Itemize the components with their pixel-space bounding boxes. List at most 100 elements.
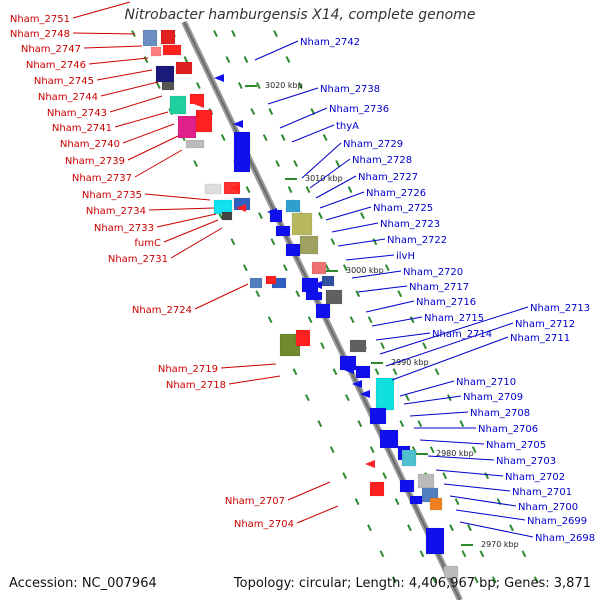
scale-tick [324,264,330,272]
gene-label-left: Nham_2734 [86,206,146,217]
gene-box [379,429,399,449]
scale-tick [255,290,261,298]
scale-tick [292,368,298,376]
scale-tick [521,550,527,558]
scale-tick [407,524,412,532]
label-leader [403,395,462,405]
gene-box [161,81,175,91]
scale-tick [454,498,460,506]
scale-tick [267,316,273,324]
label-leader [296,505,339,524]
gene-box [221,211,233,221]
label-leader [144,193,211,201]
scale-tick [422,342,427,350]
scale-tick [307,316,313,324]
scale-tick [293,160,299,168]
gene-label-right: Nham_2738 [320,84,380,95]
label-leader [72,1,131,19]
label-leader [148,207,215,211]
scale-tick [369,446,375,454]
label-leader [127,135,179,161]
gene-label-right: Nham_2736 [329,104,389,115]
scale-tick [397,290,403,298]
gene-box [429,497,443,511]
scale-tick [394,498,400,506]
gene-box [150,46,162,57]
label-leader [88,57,149,65]
gene-box [285,199,301,213]
gene-label-left: Nham_2747 [21,44,81,55]
scale-tick [330,238,336,246]
label-leader [315,175,357,199]
scale-tick [285,56,291,64]
scale-tick [155,82,161,90]
kbp-tick-label: 2990 kbp [391,358,429,367]
gene-label-left: Nham_2745 [34,76,94,87]
gene-label-right: Nham_2711 [510,333,570,344]
label-leader [96,69,153,81]
gene-label-right: Nham_2716 [416,297,476,308]
gene-arrow [230,184,240,192]
gene-box [443,565,459,579]
gene-label-left: Nham_2733 [94,223,154,234]
gene-label-right: Nham_2713 [530,303,590,314]
label-leader [228,375,281,385]
gene-label-right: Nham_2702 [505,472,565,483]
gene-label-left: Nham_2731 [108,254,168,265]
gene-label-right: Nham_2727 [358,172,418,183]
scale-tick [143,56,149,64]
scale-tick [399,420,405,428]
gene-label-right: Nham_2701 [512,487,572,498]
scale-tick [461,550,467,558]
gene-arrow [194,100,204,108]
gene-box [291,212,313,236]
gene-box [311,261,327,275]
accession-text: Accession: NC_007964 [9,576,157,591]
gene-box [169,95,187,115]
gene-arrow [214,74,224,82]
label-leader [325,206,372,221]
label-leader [427,455,495,461]
scale-tick [225,56,231,64]
gene-box [285,243,301,257]
scale-tick [342,264,348,272]
gene-label-right: Nham_2720 [403,267,463,278]
label-leader [291,124,335,143]
gene-box [155,65,175,83]
scale-tick [391,576,397,584]
label-leader [419,439,485,445]
scale-tick [417,420,423,428]
gene-box [369,481,385,497]
gene-box [185,139,205,149]
label-leader [114,111,169,128]
gene-label-left: Nham_2741 [52,123,112,134]
gene-box [177,115,197,139]
gene-label-right: Nham_2698 [535,533,595,544]
scale-tick [479,550,485,558]
gene-label-right: ilvH [396,251,415,262]
label-leader [435,469,504,477]
gene-label-right: Nham_2706 [478,424,538,435]
gene-box [162,44,182,56]
gene-box [325,289,343,305]
gene-label-right: thyA [336,121,359,132]
scale-tick [345,394,350,402]
gene-box [275,225,291,237]
scale-tick [491,576,497,584]
label-leader [220,363,277,369]
scale-tick [242,264,248,272]
gene-label-right: Nham_2742 [300,37,360,48]
gene-box [315,303,331,319]
scale-tick [332,368,338,376]
label-leader [319,191,365,209]
gene-label-left: Nham_2718 [166,380,226,391]
gene-label-right: Nham_2708 [470,408,530,419]
scale-tick [473,576,479,584]
gene-label-left: Nham_2751 [10,14,70,25]
kbp-tick-label: 2970 kbp [481,540,519,549]
label-leader [351,270,402,279]
label-leader [122,123,175,144]
scale-tick [374,368,380,376]
gene-box [175,61,193,75]
gene-box [409,495,423,505]
